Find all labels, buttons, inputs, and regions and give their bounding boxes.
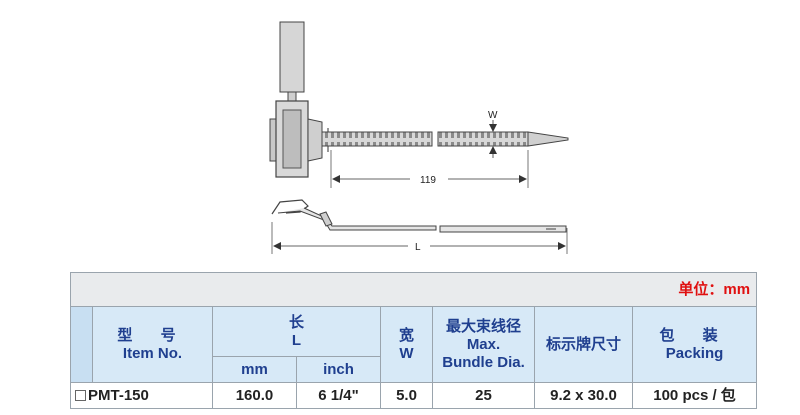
header-pack-en: Packing [665,344,724,362]
spec-table: 单位：mm 型 号 Item No. 长 L 宽 W 最大束线径 Max. Bu… [69,272,758,409]
width-dimension: W [486,110,500,158]
strap-length-dimension: 119 [330,150,529,188]
unit-label: 单位：mm [69,272,758,307]
header-model: 型 号 Item No. [92,306,213,383]
cell-length-inch: 6 1/4" [296,382,381,409]
header-bundle: 最大束线径 Max. Bundle Dia. [432,306,535,383]
row-checkbox[interactable] [75,389,86,401]
header-length: 长 L [212,306,381,357]
cable-tie-drawing: W 119 L [269,21,569,254]
header-width-cn: 宽 [398,326,414,344]
side-view [271,199,567,233]
cell-packing: 100 pcs / 包 [631,382,758,409]
tie-strap [321,131,569,147]
header-bundle-en2: Bundle Dia. [442,353,525,371]
dim-l-label: L [415,242,421,253]
header-tag-cn: 标示牌尺寸 [545,335,621,353]
locking-head [269,100,329,178]
header-width-en: W [399,344,414,362]
cell-length-mm: 160.0 [212,382,297,409]
cell-width: 5.0 [380,382,433,409]
table-row: PMT-150 160.0 6 1/4" 5.0 25 9.2 x 30.0 1… [70,382,758,409]
header-length-cn: 长 [288,313,304,331]
overall-length-dimension: L [271,222,568,254]
cell-tag: 9.2 x 30.0 [534,382,633,409]
header-pack-cn: 包 装 [659,326,730,344]
dim-w-label: W [488,110,498,121]
row-stub [70,306,93,383]
header-length-mm: mm [212,356,297,383]
cell-model: PMT-150 [70,382,213,409]
header-model-cn: 型 号 [117,326,188,344]
marker-tag [279,21,305,103]
header-bundle-en1: Max. [466,335,501,353]
cell-bundle: 25 [432,382,535,409]
header-bundle-cn: 最大束线径 [445,317,521,335]
dim-119-label: 119 [420,175,436,186]
model-text: PMT-150 [88,386,149,404]
header-length-en: L [291,331,302,349]
header-tag: 标示牌尺寸 [534,306,633,383]
header-packing: 包 装 Packing [631,306,758,383]
header-length-inch: inch [296,356,381,383]
header-width: 宽 W [380,306,433,383]
header-model-en: Item No. [122,344,183,362]
